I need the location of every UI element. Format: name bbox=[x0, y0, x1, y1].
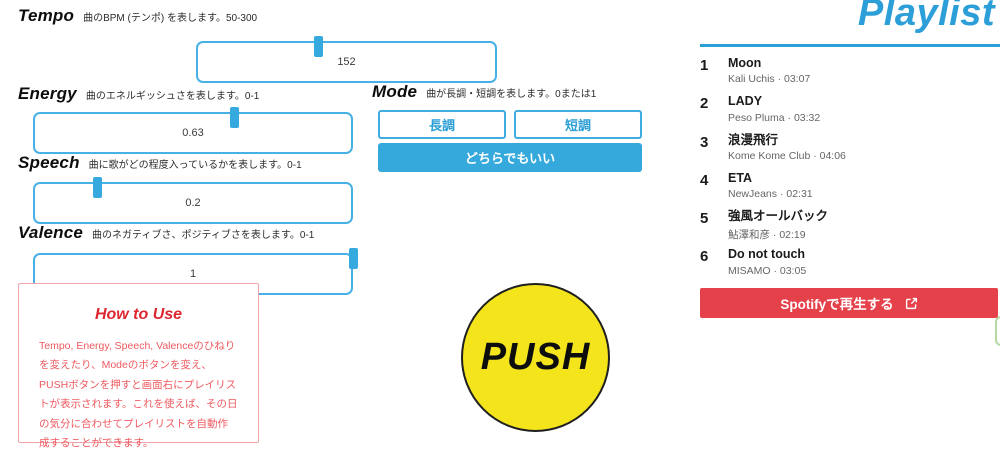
track-number: 5 bbox=[700, 210, 709, 228]
energy-slider-thumb[interactable] bbox=[230, 107, 240, 128]
speech-header: Speech 曲に歌がどの程度入っているかを表します。0-1 bbox=[18, 153, 302, 173]
valence-value-label: 1 bbox=[189, 268, 197, 280]
energy-slider[interactable]: 0.63 bbox=[33, 107, 353, 155]
speech-slider[interactable]: 0.2 bbox=[33, 177, 353, 225]
mode-description: 曲が長調・短調を表します。0または1 bbox=[426, 89, 597, 100]
track-row: 2 LADY Peso Pluma · 03:32 bbox=[699, 94, 997, 132]
mode-heading: Mode bbox=[372, 82, 418, 101]
track-row: 6 Do not touch MISAMO · 03:05 bbox=[699, 247, 997, 285]
energy-description: 曲のエネルギッシュさを表します。0-1 bbox=[85, 91, 260, 102]
track-row: 3 浪漫飛行 Kome Kome Club · 04:06 bbox=[699, 133, 997, 171]
track-row: 5 強風オールバック 鮎澤和彦 · 02:19 bbox=[699, 209, 997, 247]
track-title: Do not touch bbox=[728, 247, 806, 262]
tempo-value-label: 152 bbox=[337, 56, 356, 68]
energy-heading: Energy bbox=[18, 84, 77, 103]
track-artist-duration: 鮎澤和彦 · 02:19 bbox=[728, 228, 806, 241]
speech-value-label: 0.2 bbox=[185, 197, 201, 209]
how-to-use-title: How to Use bbox=[94, 306, 183, 323]
track-row: 1 Moon Kali Uchis · 03:07 bbox=[699, 56, 997, 94]
mode-either-button[interactable]: どちらでもいい bbox=[378, 143, 642, 172]
tempo-slider-track[interactable] bbox=[196, 41, 497, 84]
tempo-slider[interactable]: 152 bbox=[196, 36, 497, 84]
valence-header: Valence 曲のネガティブさ、ポジティブさを表します。0-1 bbox=[18, 223, 314, 243]
valence-slider[interactable]: 1 bbox=[33, 248, 358, 296]
external-link-icon bbox=[905, 297, 918, 310]
speech-heading: Speech bbox=[18, 153, 80, 172]
energy-slider-track[interactable] bbox=[33, 112, 353, 155]
push-button[interactable]: PUSH bbox=[461, 283, 610, 432]
speech-slider-track[interactable] bbox=[33, 182, 353, 225]
tempo-heading: Tempo bbox=[18, 6, 75, 25]
track-row: 4 ETA NewJeans · 02:31 bbox=[699, 171, 997, 209]
track-artist-duration: Kali Uchis · 03:07 bbox=[728, 73, 811, 86]
speech-description: 曲に歌がどの程度入っているかを表します。0-1 bbox=[88, 160, 302, 171]
track-number: 2 bbox=[700, 95, 709, 113]
track-artist-duration: MISAMO · 03:05 bbox=[728, 264, 807, 277]
track-title: 強風オールバック bbox=[728, 209, 829, 224]
mode-major-button[interactable]: 長調 bbox=[378, 110, 506, 139]
tempo-description: 曲のBPM (テンポ) を表します。50-300 bbox=[83, 13, 258, 24]
tempo-slider-thumb[interactable] bbox=[314, 36, 324, 57]
energy-header: Energy 曲のエネルギッシュさを表します。0-1 bbox=[18, 84, 259, 104]
play-on-spotify-label: Spotifyで再生する bbox=[780, 297, 894, 312]
how-to-use-body: Tempo, Energy, Speech, Valenceのひねりを変えたり、… bbox=[39, 340, 238, 450]
how-to-use-box: How to Use Tempo, Energy, Speech, Valenc… bbox=[18, 283, 259, 449]
track-title: ETA bbox=[728, 170, 753, 185]
mode-minor-button[interactable]: 短調 bbox=[514, 110, 642, 139]
valence-slider-thumb[interactable] bbox=[348, 248, 358, 269]
track-title: Moon bbox=[728, 56, 762, 70]
track-number: 3 bbox=[700, 133, 709, 151]
track-number: 4 bbox=[700, 171, 709, 189]
track-number: 6 bbox=[700, 248, 709, 266]
valence-description: 曲のネガティブさ、ポジティブさを表します。0-1 bbox=[92, 230, 315, 241]
playlist-track-list: 1 Moon Kali Uchis · 03:07 2 LADY Peso Pl… bbox=[699, 56, 997, 286]
track-artist-duration: Peso Pluma · 03:32 bbox=[728, 111, 821, 124]
play-on-spotify-button[interactable]: Spotifyで再生する bbox=[700, 288, 998, 318]
track-title: 浪漫飛行 bbox=[728, 132, 779, 147]
mode-button-row: 長調 短調 bbox=[378, 110, 642, 139]
tempo-header: Tempo 曲のBPM (テンポ) を表します。50-300 bbox=[18, 6, 257, 26]
playlist-divider bbox=[700, 44, 1000, 47]
track-artist-duration: Kome Kome Club · 04:06 bbox=[728, 149, 846, 162]
speech-slider-thumb[interactable] bbox=[92, 177, 102, 198]
track-number: 1 bbox=[700, 57, 709, 74]
valence-heading: Valence bbox=[18, 223, 84, 242]
playlist-title: Playlist bbox=[857, 0, 995, 34]
cutoff-panel-right-edge bbox=[995, 316, 1000, 346]
mode-header: Mode 曲が長調・短調を表します。0または1 bbox=[372, 82, 596, 102]
energy-value-label: 0.63 bbox=[182, 127, 204, 139]
track-artist-duration: NewJeans · 02:31 bbox=[728, 188, 813, 201]
track-title: LADY bbox=[728, 94, 763, 109]
